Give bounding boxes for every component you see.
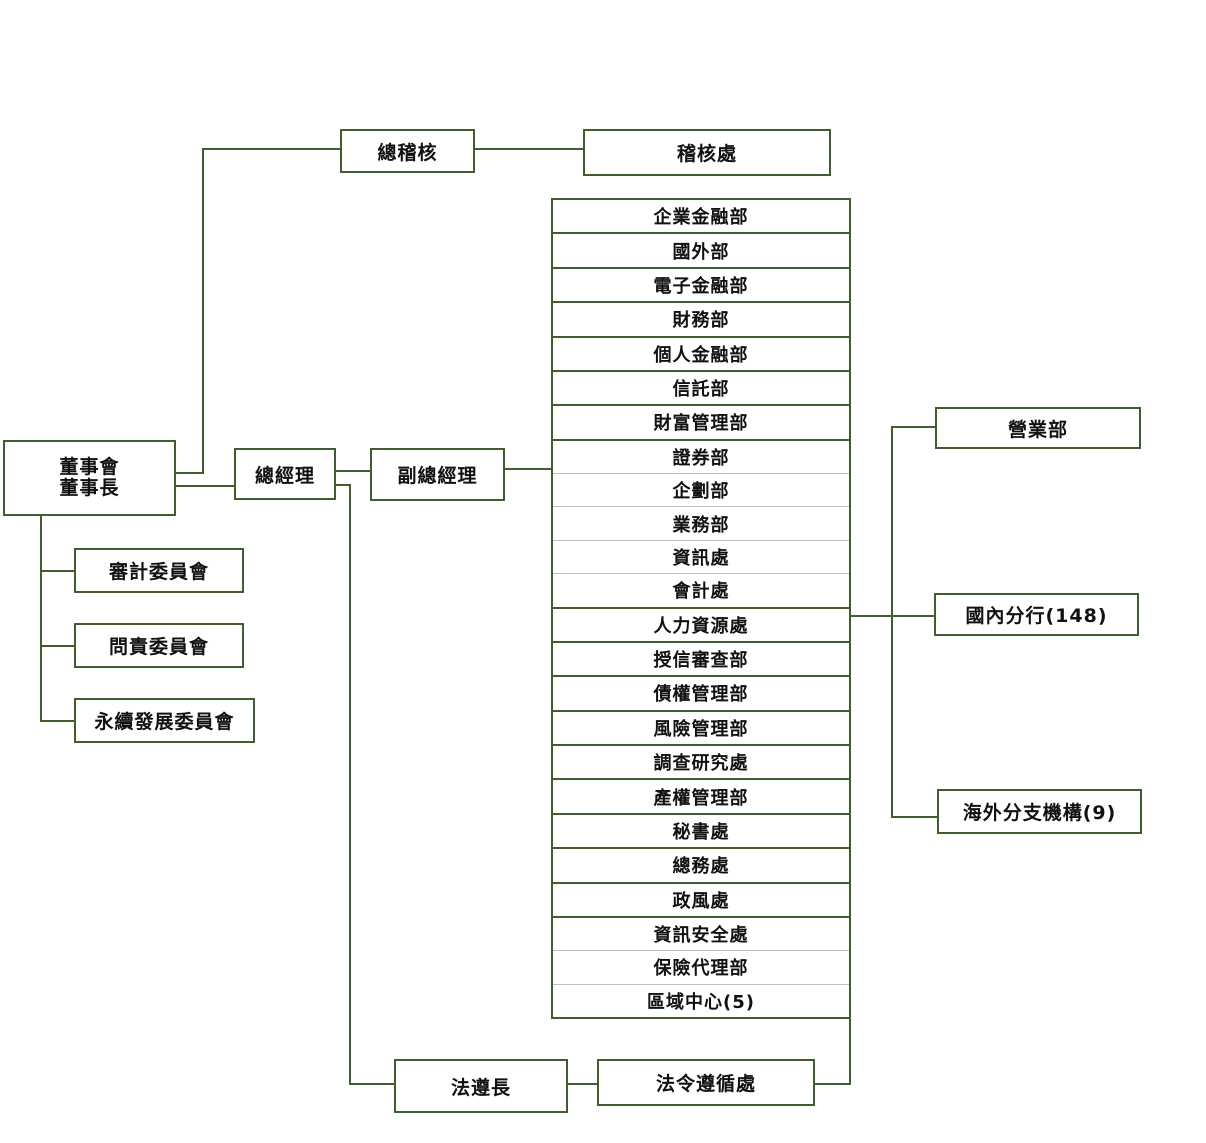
department-item: 會計處 xyxy=(553,574,849,609)
connector-compliance-office-h xyxy=(814,1083,851,1085)
department-item: 區域中心(5) xyxy=(647,991,755,1013)
department-item: 秘書處 xyxy=(553,815,849,850)
chief-compliance-officer-label: 法遵長 xyxy=(450,1076,511,1099)
compliance-office-box: 法令遵循處 xyxy=(597,1059,815,1106)
connector-compliance-office-v xyxy=(849,1018,851,1085)
connector-committee-2 xyxy=(40,645,76,647)
audit-office-box: 稽核處 xyxy=(583,129,831,176)
committee-label: 永續發展委員會 xyxy=(94,711,235,733)
connector-unit-3 xyxy=(891,816,939,818)
department-item: 企劃部 xyxy=(553,474,849,508)
department-item: 保險代理部 xyxy=(553,951,849,985)
department-item: 證券部 xyxy=(553,441,849,474)
connector-cco-to-compliance-office xyxy=(567,1083,599,1085)
department-item: 人力資源處 xyxy=(553,609,849,643)
president-box: 總經理 xyxy=(234,448,336,500)
department-item: 個人金融部 xyxy=(553,338,849,372)
connector-to-chief-auditor xyxy=(202,148,342,150)
connector-unit-2 xyxy=(891,615,936,617)
committee-audit-box: 審計委員會 xyxy=(74,548,244,593)
evp-box: 副總經理 xyxy=(370,448,505,501)
department-item: 政風處 xyxy=(553,884,849,918)
connector-president-to-compliance-v xyxy=(349,484,351,1085)
compliance-office-label: 法令遵循處 xyxy=(655,1073,756,1095)
chairman-label: 董事長 xyxy=(59,477,120,499)
department-item: 債權管理部 xyxy=(553,677,849,712)
chief-compliance-officer-box: 法遵長 xyxy=(394,1059,568,1113)
connector-evp-to-departments xyxy=(504,468,552,470)
chief-auditor-label: 總稽核 xyxy=(377,141,438,164)
department-item: 國外部 xyxy=(553,234,849,269)
connector-departments-to-units xyxy=(851,615,893,617)
connector-unit-1 xyxy=(891,426,937,428)
connector-board-to-president xyxy=(175,485,236,487)
business-unit-main-branch-box: 營業部 xyxy=(935,407,1141,449)
committee-sustainability-box: 永續發展委員會 xyxy=(74,698,255,743)
connector-committee-3 xyxy=(40,720,76,722)
department-item: 業務部 xyxy=(553,507,849,541)
connector-committee-1 xyxy=(40,570,76,572)
connector-committees-vertical xyxy=(40,514,42,722)
committee-accountability-box: 問責委員會 xyxy=(74,623,244,668)
chief-auditor-box: 總稽核 xyxy=(340,129,475,173)
evp-label: 副總經理 xyxy=(397,465,478,487)
committee-label: 問責委員會 xyxy=(108,636,209,658)
connector-president-to-compliance-h xyxy=(335,484,351,486)
connector-board-to-audit-stub xyxy=(175,472,204,474)
department-item: 財富管理部 xyxy=(553,406,849,441)
committee-label: 審計委員會 xyxy=(108,561,209,583)
audit-office-label: 稽核處 xyxy=(676,143,737,165)
connector-board-to-audit-vertical xyxy=(202,148,204,474)
business-unit-label: 海外分支機構(9) xyxy=(962,802,1117,824)
board-label: 董事會 xyxy=(59,456,120,478)
connector-president-to-evp xyxy=(335,470,372,472)
board-of-directors-box: 董事會 董事長 xyxy=(3,440,176,516)
connector-units-vertical xyxy=(891,426,893,818)
president-label: 總經理 xyxy=(254,464,315,487)
department-item: 調查研究處 xyxy=(553,746,849,781)
department-item: 企業金融部 xyxy=(553,200,849,235)
connector-chief-auditor-to-audit-office xyxy=(474,148,585,150)
connector-to-chief-compliance-officer xyxy=(349,1083,396,1085)
department-item: 電子金融部 xyxy=(553,269,849,304)
department-item: 風險管理部 xyxy=(553,712,849,746)
business-unit-label: 營業部 xyxy=(1007,418,1068,441)
business-unit-label: 國內分行(148) xyxy=(965,605,1108,627)
department-item: 資訊處 xyxy=(553,541,849,575)
department-item: 資訊安全處 xyxy=(553,918,849,952)
department-item: 信託部 xyxy=(553,372,849,407)
department-item: 產權管理部 xyxy=(553,780,849,815)
departments-list: 企業金融部 國外部 電子金融部 財務部 個人金融部 信託部 財富管理部 證券部 … xyxy=(551,198,851,1019)
business-unit-overseas-box: 海外分支機構(9) xyxy=(937,789,1142,834)
department-item: 財務部 xyxy=(553,303,849,338)
business-unit-domestic-branches-box: 國內分行(148) xyxy=(934,593,1139,636)
department-item: 總務處 xyxy=(553,849,849,884)
department-item: 授信審查部 xyxy=(553,643,849,678)
